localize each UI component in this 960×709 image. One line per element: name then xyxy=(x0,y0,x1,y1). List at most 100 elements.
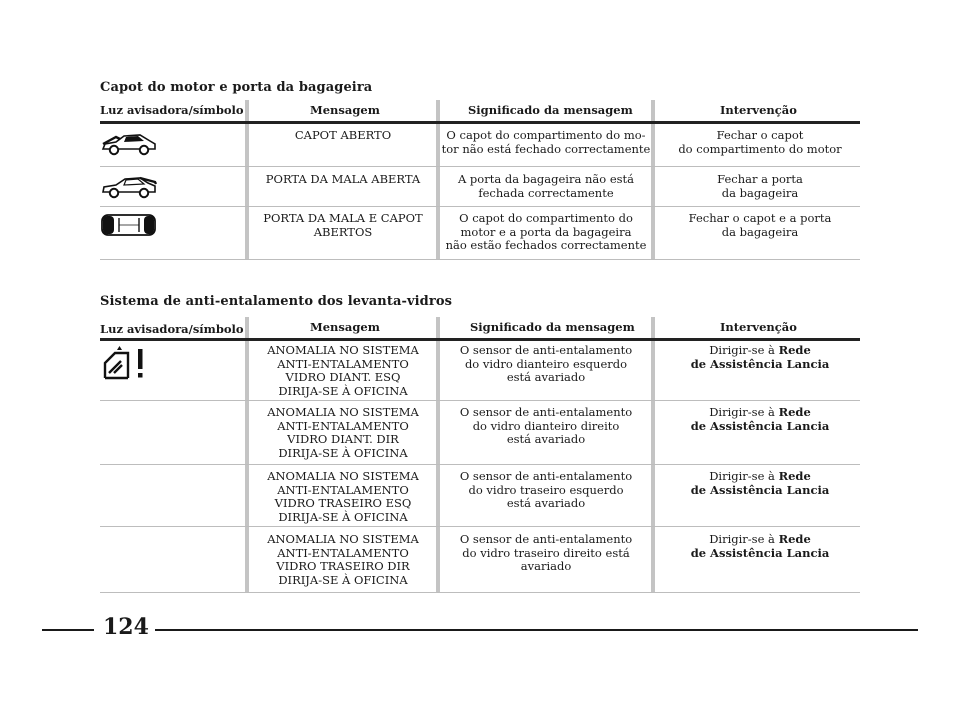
action-bold: Rede xyxy=(778,469,811,483)
section-title-bonnet-boot: Capot do motor e porta da bagageira xyxy=(100,80,373,95)
car-boot-open-icon xyxy=(100,173,158,205)
header-rule xyxy=(100,338,860,341)
meaning-cell: O sensor de anti-entalamento do vidro tr… xyxy=(441,469,651,511)
message-line: VIDRO TRASEIRO ESQ xyxy=(274,496,412,510)
header-warning-light: Luz avisadora/símbolo xyxy=(100,103,244,117)
row-divider xyxy=(100,592,860,593)
row-divider xyxy=(100,206,860,207)
column-divider xyxy=(245,317,249,592)
meaning-cell: O sensor de anti-entalamento do vidro tr… xyxy=(441,532,651,574)
action-bold: de Assistência Lancia xyxy=(690,418,830,433)
message-cell: ANOMALIA NO SISTEMA ANTI-ENTALAMENTO VID… xyxy=(250,405,436,460)
meaning-cell: O sensor de anti-entalamento do vidro di… xyxy=(441,343,651,385)
action-cell: Dirigir-se à Rede de Assistência Lancia xyxy=(660,532,860,560)
message-line: ANOMALIA NO SISTEMA xyxy=(267,532,419,546)
meaning-line: avariado xyxy=(520,559,572,573)
meaning-line: O sensor de anti-entalamento xyxy=(459,405,633,419)
message-line: PORTA DA MALA ABERTA xyxy=(265,172,421,186)
message-line: DIRIJA-SE À OFICINA xyxy=(278,445,408,460)
meaning-line: tor não está fechado correctamente xyxy=(441,141,651,156)
action-bold: de Assistência Lancia xyxy=(690,482,830,497)
action-cell: Dirigir-se à Rede de Assistência Lancia xyxy=(660,405,860,433)
action-line: Fechar o capot xyxy=(716,128,804,142)
action-bold: Rede xyxy=(778,532,811,546)
header-message-text: Mensagem xyxy=(310,103,380,117)
header-rule xyxy=(100,121,860,124)
header-warning-light: Luz avisadora/símbolo xyxy=(100,322,244,336)
meaning-cell: O capot do compartimento do mo-tor não e… xyxy=(441,128,651,156)
header-action: Intervenção xyxy=(720,103,797,117)
meaning-line: motor e a porta da bagageira xyxy=(460,224,632,239)
message-line: VIDRO TRASEIRO DIR xyxy=(276,559,410,573)
action-cell: Dirigir-se à Rede de Assistência Lancia xyxy=(660,469,860,497)
action-prefix: Dirigir-se à xyxy=(709,532,779,546)
meaning-line: está avariado xyxy=(506,496,586,510)
header-meaning: Significado da mensagem xyxy=(468,103,633,117)
header-meaning: Significado da mensagem xyxy=(470,320,635,334)
meaning-line: está avariado xyxy=(506,432,586,446)
page-number: 124 xyxy=(103,614,149,640)
meaning-line: O capot do compartimento do xyxy=(459,211,633,225)
bonnet-boot-table: Luz avisadora/símbolo Mensagem Significa… xyxy=(100,100,860,262)
column-divider xyxy=(651,100,655,260)
anti-pinch-table: Luz avisadora/símbolo Mensagem Significa… xyxy=(100,317,860,597)
footer-rule-right xyxy=(155,629,918,631)
message-line: ABERTOS xyxy=(313,224,373,239)
message-line: ANOMALIA NO SISTEMA xyxy=(267,405,419,419)
message-line: ANTI-ENTALAMENTO xyxy=(277,356,409,371)
message-line: ANTI-ENTALAMENTO xyxy=(277,482,409,497)
section-title-anti-pinch: Sistema de anti-entalamento dos levanta-… xyxy=(100,294,453,309)
column-divider xyxy=(436,100,440,260)
row-divider xyxy=(100,464,860,465)
meaning-line: O sensor de anti-entalamento xyxy=(459,532,633,546)
action-line: do compartimento do motor xyxy=(678,141,842,156)
action-prefix: Dirigir-se à xyxy=(709,469,779,483)
action-bold: de Assistência Lancia xyxy=(690,356,830,371)
meaning-line: O capot do compartimento do mo- xyxy=(446,128,646,142)
message-cell: ANOMALIA NO SISTEMA ANTI-ENTALAMENTO VID… xyxy=(250,343,436,398)
header-message: Mensagem xyxy=(310,320,380,334)
action-line: Fechar a porta xyxy=(717,172,803,186)
meaning-line: do vidro traseiro direito está xyxy=(462,545,630,560)
action-line: da bagageira xyxy=(721,224,799,239)
message-line: DIRIJA-SE À OFICINA xyxy=(278,509,408,524)
row-divider xyxy=(100,259,860,260)
action-line: Fechar o capot e a porta xyxy=(688,211,832,225)
action-prefix: Dirigir-se à xyxy=(709,343,779,357)
message-line: VIDRO DIANT. DIR xyxy=(287,432,399,446)
message-cell: ANOMALIA NO SISTEMA ANTI-ENTALAMENTO VID… xyxy=(250,532,436,587)
meaning-line: O sensor de anti-entalamento xyxy=(459,343,633,357)
action-bold: de Assistência Lancia xyxy=(690,545,830,560)
message-line: CAPOT ABERTO xyxy=(294,128,392,142)
meaning-line: está avariado xyxy=(506,370,586,384)
message-line: DIRIJA-SE À OFICINA xyxy=(278,572,408,587)
column-divider xyxy=(245,100,249,260)
meaning-line: do vidro traseiro esquerdo xyxy=(468,482,624,497)
meaning-line: A porta da bagageira não está xyxy=(457,172,635,186)
row-divider xyxy=(100,400,860,401)
message-cell: PORTA DA MALA ABERTA xyxy=(250,172,436,187)
meaning-line: do vidro dianteiro esquerdo xyxy=(464,356,628,371)
row-divider xyxy=(100,166,860,167)
car-top-view-bonnet-boot-open-icon xyxy=(100,212,158,242)
action-bold: Rede xyxy=(778,343,811,357)
message-line: ANTI-ENTALAMENTO xyxy=(277,545,409,560)
message-line: DIRIJA-SE À OFICINA xyxy=(278,383,408,398)
column-divider xyxy=(436,317,440,592)
message-cell: CAPOT ABERTO xyxy=(250,128,436,143)
action-line: da bagageira xyxy=(721,185,799,200)
message-line: PORTA DA MALA E CAPOT xyxy=(263,211,423,225)
message-line: ANTI-ENTALAMENTO xyxy=(277,418,409,433)
header-action: Intervenção xyxy=(720,320,797,334)
car-bonnet-open-icon xyxy=(100,130,158,162)
message-line: VIDRO DIANT. ESQ xyxy=(285,370,401,384)
action-bold: Rede xyxy=(778,405,811,419)
meaning-line: fechada correctamente xyxy=(478,185,614,200)
footer-rule-left xyxy=(42,629,94,631)
meaning-line: O sensor de anti-entalamento xyxy=(459,469,633,483)
